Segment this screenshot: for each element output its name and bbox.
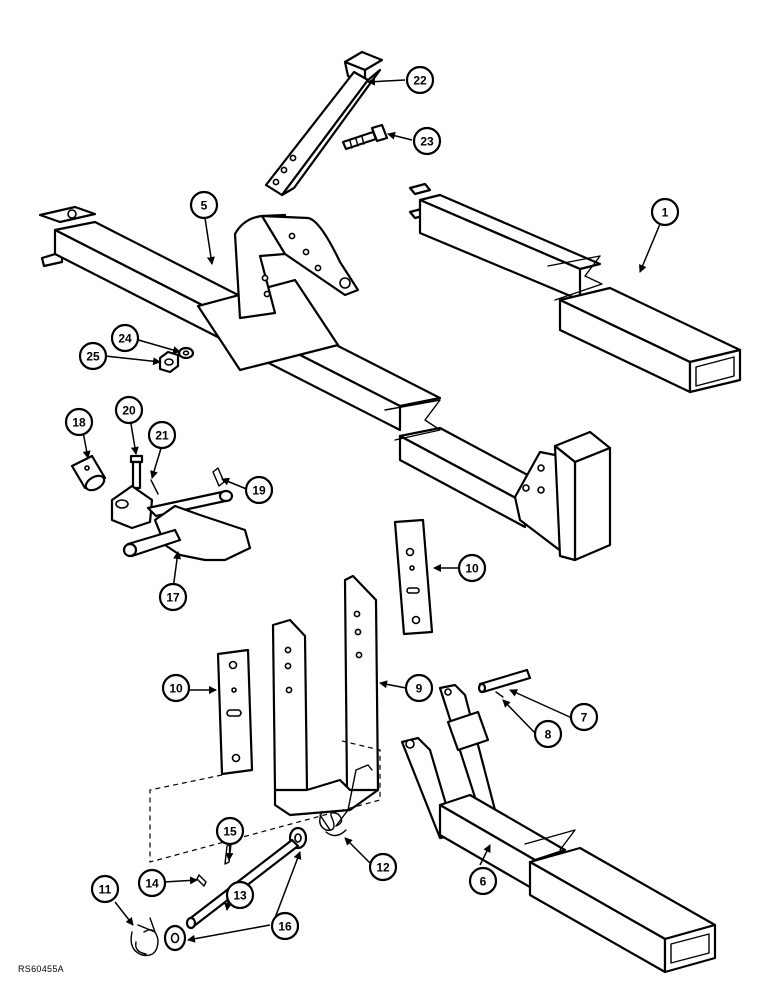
callout-10-right: 10 (457, 553, 487, 583)
figure-code: RS60455A (18, 964, 64, 974)
part-14-cotter (196, 874, 207, 887)
callout-20: 20 (114, 395, 144, 425)
svg-text:1: 1 (662, 206, 669, 220)
callout-24: 24 (110, 323, 140, 353)
part-16-washer-b (163, 924, 187, 952)
part-12-torsion-spring (319, 764, 373, 837)
svg-text:19: 19 (252, 484, 266, 498)
svg-text:13: 13 (233, 889, 247, 903)
svg-text:10: 10 (169, 682, 183, 696)
svg-text:20: 20 (122, 404, 136, 418)
assembly-group-boundary (149, 739, 381, 863)
callout-8: 8 (533, 719, 563, 749)
part-24-washer (177, 346, 195, 360)
callout-6: 6 (468, 866, 498, 896)
svg-text:6: 6 (480, 875, 487, 889)
part-19-pin (212, 467, 225, 487)
callout-21: 21 (147, 420, 177, 450)
svg-text:17: 17 (166, 591, 180, 605)
callout-1: 1 (650, 197, 680, 227)
callout-22: 22 (405, 65, 435, 95)
svg-text:5: 5 (201, 199, 208, 213)
svg-text:24: 24 (118, 332, 132, 346)
part-25-nut (158, 350, 180, 374)
part-5-main-beam (38, 205, 612, 562)
callout-14: 14 (137, 868, 167, 898)
svg-text:15: 15 (223, 825, 237, 839)
part-16-washer-a (288, 826, 308, 850)
part-20-bolt (129, 454, 144, 490)
part-22-support-bar (264, 50, 384, 197)
callout-16: 16 (270, 911, 300, 941)
callout-13: 13 (225, 880, 255, 910)
svg-text:22: 22 (413, 74, 427, 88)
svg-text:25: 25 (86, 350, 100, 364)
svg-text:11: 11 (99, 883, 112, 897)
callout-10-left: 10 (161, 673, 191, 703)
callout-9: 9 (404, 673, 434, 703)
svg-text:10: 10 (465, 562, 479, 576)
svg-text:7: 7 (581, 711, 588, 725)
callout-17: 17 (158, 582, 188, 612)
callout-5: 5 (189, 190, 219, 220)
part-17-hitch (110, 484, 252, 562)
part-23-bolt (341, 123, 389, 151)
part-7-pin (477, 668, 532, 694)
part-10-plate-left (216, 648, 254, 776)
svg-text:8: 8 (545, 728, 552, 742)
part-11-lynch-pin (130, 917, 159, 957)
callout-25: 25 (78, 341, 108, 371)
svg-text:23: 23 (420, 135, 434, 149)
part-1-tube (408, 182, 742, 394)
part-8-clip (495, 691, 504, 698)
part-10-plate-right (393, 518, 434, 636)
svg-text:16: 16 (278, 920, 292, 934)
callout-19: 19 (244, 475, 274, 505)
callout-11: 11 (90, 874, 120, 904)
svg-text:21: 21 (155, 429, 169, 443)
leader-lines (82, 77, 661, 943)
svg-text:12: 12 (376, 861, 390, 875)
callout-15: 15 (215, 816, 245, 846)
callout-18: 18 (64, 407, 94, 437)
callout-23: 23 (412, 126, 442, 156)
part-21-cotter (150, 479, 159, 495)
part-18-sleeve (70, 454, 107, 492)
callout-7: 7 (569, 702, 599, 732)
svg-text:9: 9 (416, 682, 423, 696)
callout-12: 12 (368, 852, 398, 882)
part-9-u-bracket (271, 574, 380, 817)
svg-text:14: 14 (145, 877, 159, 891)
svg-text:18: 18 (72, 416, 86, 430)
